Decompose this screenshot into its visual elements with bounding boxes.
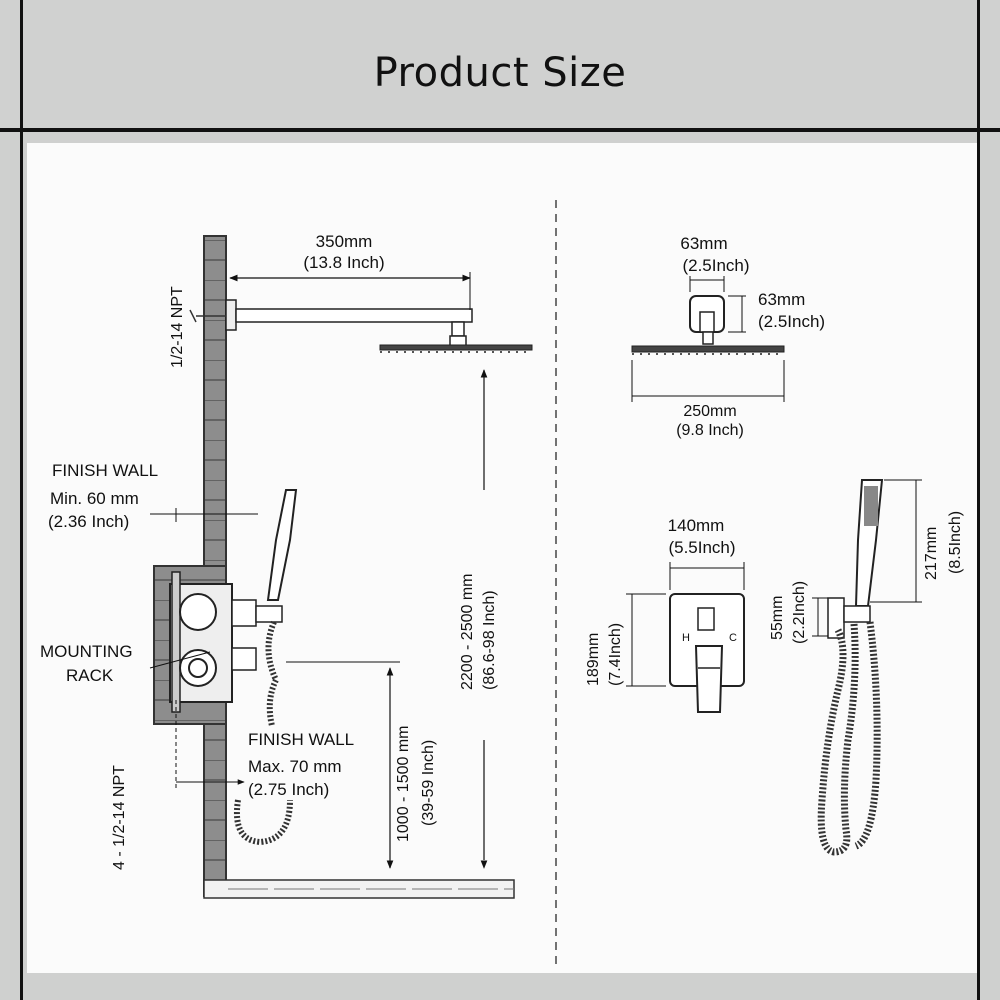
- left-hand-shower: [234, 489, 298, 846]
- handheld-height-inch-label: (8.5Inch): [947, 511, 964, 574]
- trim-plate-detail: H C: [669, 593, 745, 713]
- valve-height-label: 1000 - 1500 mm: [395, 725, 412, 842]
- finish-wall-top-label: FINISH WALL: [52, 461, 158, 480]
- valve-height-inch-label: (39-59 Inch): [420, 740, 437, 826]
- page-title: Product Size: [373, 50, 627, 96]
- cold-label: C: [729, 632, 737, 644]
- flange-height-label: 63mm: [758, 290, 805, 309]
- mounting-rack-label-2: RACK: [66, 666, 114, 685]
- hot-label: H: [682, 632, 690, 644]
- head-height-label: 2200 - 2500 mm: [459, 573, 476, 690]
- flange-width-label: 63mm: [680, 234, 727, 253]
- plate-width-inch-label: (5.5Inch): [668, 538, 735, 557]
- head-width-label: 250mm: [683, 403, 736, 420]
- min-depth-label: Min. 60 mm: [50, 489, 139, 508]
- mounting-rack-label: MOUNTING: [40, 642, 133, 661]
- head-width-inch-label: (9.8 Inch): [676, 422, 744, 439]
- min-depth-inch-label: (2.36 Inch): [48, 512, 129, 531]
- plate-height-label: 189mm: [585, 633, 602, 686]
- handheld-height-label: 217mm: [923, 527, 940, 580]
- frame-right-line: [977, 0, 980, 1000]
- holder-height-inch-label: (2.2Inch): [791, 581, 808, 644]
- shower-arm: [189, 299, 533, 353]
- arm-length-label: 350mm: [316, 232, 373, 251]
- hand-shower-detail: [817, 479, 884, 856]
- bottom-npt-label: 4 - 1/2-14 NPT: [111, 765, 128, 870]
- finish-wall-bottom-label: FINISH WALL: [248, 730, 354, 749]
- header-divider: [0, 128, 1000, 132]
- flange-width-inch-label: (2.5Inch): [682, 256, 749, 275]
- head-height-inch-label: (86.6-98 Inch): [481, 590, 498, 690]
- plate-width-label: 140mm: [668, 516, 725, 535]
- rain-head-detail: [631, 295, 785, 355]
- max-depth-inch-label: (2.75 Inch): [248, 780, 329, 799]
- frame-left-line: [20, 0, 23, 1000]
- dimension-diagram: 350mm (13.8 Inch) 1/2-14 NPT FINISH WALL…: [40, 200, 964, 965]
- valve-body: [169, 571, 257, 713]
- diagram-panel: 350mm (13.8 Inch) 1/2-14 NPT FINISH WALL…: [27, 143, 977, 973]
- top-npt-label: 1/2-14 NPT: [169, 286, 186, 368]
- header-bar: Product Size: [0, 0, 1000, 130]
- max-depth-label: Max. 70 mm: [248, 757, 342, 776]
- plate-height-inch-label: (7.4Inch): [607, 623, 624, 686]
- holder-height-label: 55mm: [769, 596, 786, 640]
- flange-height-inch-label: (2.5Inch): [758, 312, 825, 331]
- arm-length-inch-label: (13.8 Inch): [303, 253, 384, 272]
